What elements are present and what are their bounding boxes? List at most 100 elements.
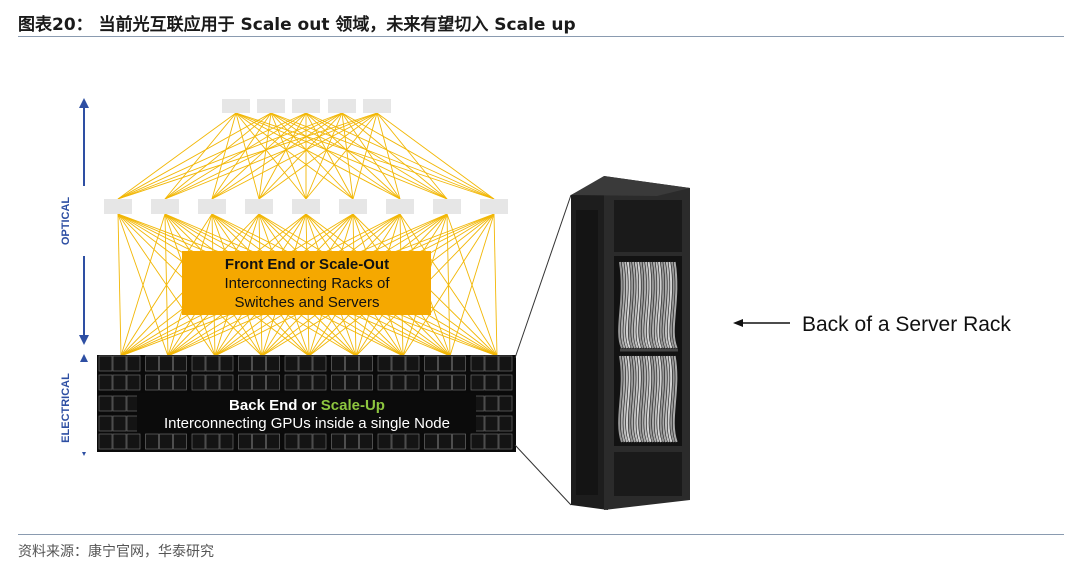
- leaf-switch: [386, 199, 414, 214]
- gpu-cell: [331, 374, 345, 391]
- gpu-cell: [298, 433, 313, 450]
- gpu-cell: [484, 415, 499, 432]
- leaf-switch: [292, 199, 320, 214]
- server-rack-image: [571, 176, 690, 510]
- gpu-cell: [331, 355, 345, 372]
- rack-cable: [623, 355, 629, 443]
- rack-cable: [641, 261, 647, 349]
- optical-link: [305, 112, 343, 200]
- rack-cable: [644, 355, 649, 443]
- rack-cable: [659, 355, 665, 443]
- optical-link: [211, 112, 378, 200]
- gpu-cell: [112, 355, 127, 372]
- optical-label: OPTICAL: [60, 197, 72, 246]
- gpu-cell: [470, 433, 485, 450]
- gpu-cell: [98, 415, 113, 432]
- optical-link: [352, 112, 378, 200]
- gpu-cell: [359, 433, 373, 450]
- gpu-cell: [238, 355, 252, 372]
- rack-cable: [654, 261, 660, 349]
- gpu-cell: [98, 355, 113, 372]
- spine-switch: [328, 99, 356, 113]
- optical-link: [164, 112, 343, 200]
- spine-switch: [363, 99, 391, 113]
- optical-link: [258, 112, 343, 200]
- rack-cable: [623, 261, 629, 349]
- optical-link: [117, 112, 307, 200]
- gpu-cell: [173, 374, 187, 391]
- rack-cable: [633, 261, 639, 349]
- front-end-line2: Switches and Servers: [234, 294, 379, 311]
- electrical-axis: ELECTRICAL: [60, 354, 96, 456]
- rack-cable: [667, 261, 673, 349]
- gpu-cell: [345, 374, 359, 391]
- leaf-switch: [339, 199, 367, 214]
- optical-link: [341, 112, 401, 200]
- optical-link-mesh: [117, 112, 498, 357]
- gpu-cell: [159, 374, 173, 391]
- zoom-line-top: [514, 194, 572, 359]
- gpu-cell: [112, 374, 127, 391]
- optical-link: [164, 112, 237, 200]
- rack-cable: [628, 355, 634, 443]
- optical-link: [305, 112, 448, 200]
- back-end-title-prefix: Back End or: [229, 397, 321, 414]
- rack-caption: Back of a Server Rack: [802, 313, 1011, 336]
- gpu-cell: [145, 374, 159, 391]
- gpu-cell: [312, 355, 327, 372]
- optical-link: [341, 112, 495, 200]
- gpu-cell: [345, 433, 359, 450]
- gpu-cell: [484, 355, 499, 372]
- optical-arrow-up-icon: [79, 98, 89, 108]
- electrical-label: ELECTRICAL: [60, 373, 72, 443]
- rack-cable: [631, 355, 636, 443]
- gpu-cell: [205, 355, 220, 372]
- gpu-cell: [470, 355, 485, 372]
- rack-cable: [662, 261, 668, 349]
- optical-arrow-down-icon: [79, 335, 89, 345]
- gpu-cell: [438, 374, 452, 391]
- optical-link: [449, 213, 495, 357]
- rack-cable: [649, 355, 655, 443]
- rack-cable: [649, 261, 655, 349]
- spine-switch-row: [222, 99, 391, 113]
- rack-cable: [618, 355, 623, 443]
- optical-link: [164, 112, 272, 200]
- gpu-cell: [377, 374, 392, 391]
- spine-switch: [292, 99, 320, 113]
- back-end-title: Back End or Scale-Up: [229, 397, 385, 414]
- arrow-left-icon: [733, 319, 743, 327]
- optical-link: [117, 112, 237, 200]
- gpu-cell: [112, 433, 127, 450]
- gpu-cell: [126, 374, 141, 391]
- optical-link: [211, 112, 343, 200]
- rack-cable: [620, 355, 626, 443]
- optical-link: [117, 112, 272, 200]
- optical-link: [376, 112, 401, 200]
- gpu-cell: [252, 355, 266, 372]
- gpu-cell: [424, 374, 438, 391]
- gpu-cell: [98, 433, 113, 450]
- front-end-title: Front End or Scale-Out: [225, 256, 389, 273]
- gpu-cell: [424, 355, 438, 372]
- optical-link: [493, 213, 498, 357]
- back-end-subtitle: Interconnecting GPUs inside a single Nod…: [164, 415, 450, 432]
- rack-cable: [664, 261, 670, 349]
- optical-link: [211, 112, 272, 200]
- gpu-cell: [238, 374, 252, 391]
- gpu-cell: [484, 374, 499, 391]
- back-end-box: [137, 393, 476, 433]
- leaf-switch: [104, 199, 132, 214]
- rack-cable: [618, 261, 623, 349]
- rack-cable: [646, 355, 652, 443]
- gpu-cell: [331, 433, 345, 450]
- leaf-switch-row: [104, 199, 508, 214]
- optical-link: [211, 112, 307, 200]
- spine-switch: [222, 99, 250, 113]
- optical-link: [120, 213, 213, 357]
- gpu-cell: [266, 433, 280, 450]
- gpu-cell: [126, 355, 141, 372]
- front-end-line1: Interconnecting Racks of: [224, 275, 390, 292]
- optical-link: [258, 112, 272, 200]
